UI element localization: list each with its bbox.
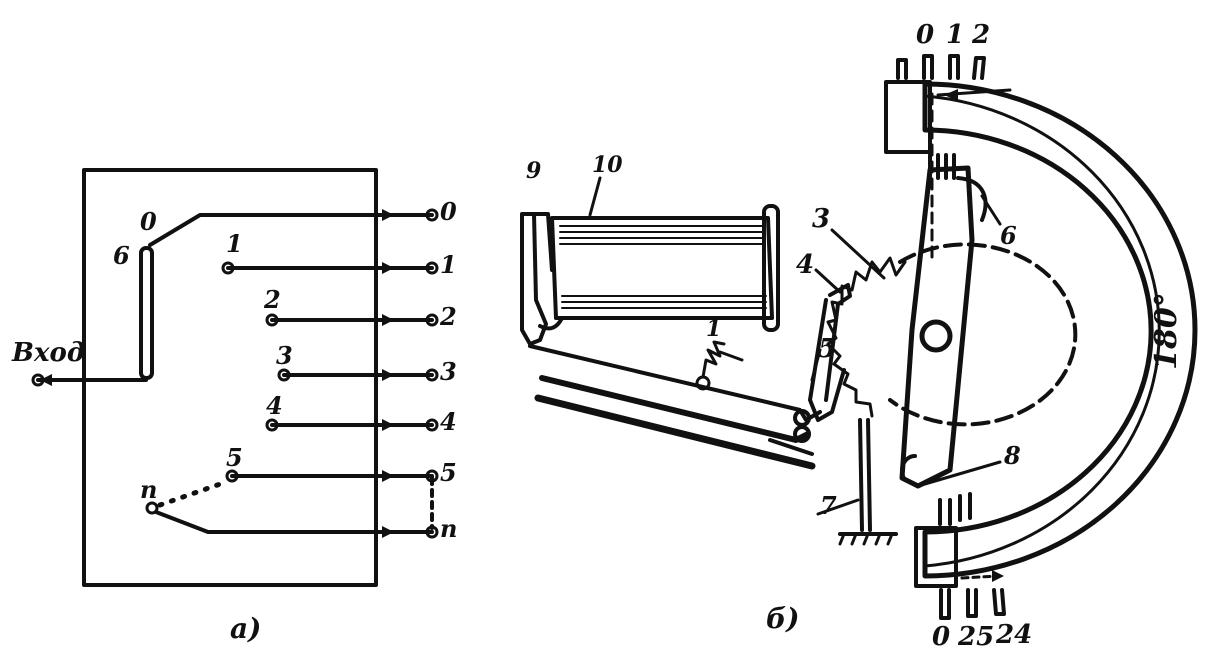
callout-4: 4 <box>796 250 815 280</box>
angle-label: 180° <box>1148 292 1184 370</box>
callout-8: 8 <box>1004 441 1021 470</box>
inner-label-1: 1 <box>226 229 243 258</box>
top-contact-block <box>884 80 932 154</box>
top-contact-0: 0 <box>916 20 935 50</box>
armature-rail-2 <box>534 394 816 470</box>
panel-b-caption: б) <box>766 602 800 635</box>
inner-label-4: 4 <box>266 391 283 420</box>
bottom-contact-block <box>914 526 958 588</box>
top-contact-pins <box>896 54 986 180</box>
contact-field-arc <box>922 81 1198 579</box>
callout-5: 5 <box>818 334 837 364</box>
ratchet-dashed-circle <box>888 242 1078 427</box>
callout-6: 6 <box>1000 221 1017 250</box>
contact-2 <box>265 313 279 327</box>
inner-label-0: 0 <box>140 207 157 236</box>
electromagnet-coil <box>550 216 774 320</box>
output-label-4: 4 <box>440 407 457 436</box>
panel-b-mechanism <box>520 54 1198 620</box>
contact-bar-label: 6 <box>113 241 130 270</box>
bottom-contact-0: 0 <box>932 622 951 652</box>
rotor-arm <box>899 165 975 489</box>
output-label-5: 5 <box>440 458 457 487</box>
top-contact-2: 2 <box>972 20 991 50</box>
top-contact-1: 1 <box>946 20 965 50</box>
inner-label-5: 5 <box>226 443 243 472</box>
contact-3 <box>277 368 291 382</box>
output-label-n: n <box>440 514 458 543</box>
inner-label-2: 2 <box>264 285 281 314</box>
output-terminals <box>425 208 439 539</box>
armature-rail-1 <box>539 375 811 443</box>
inner-label-3: 3 <box>276 341 293 370</box>
output-label-0: 0 <box>440 197 457 226</box>
contact-n <box>145 501 159 515</box>
input-label: Вход <box>12 338 85 368</box>
contact-1 <box>221 261 235 275</box>
bottom-contact-24: 24 <box>996 620 1033 650</box>
callout-1: 1 <box>706 316 722 342</box>
contact-5 <box>225 469 239 483</box>
output-label-3: 3 <box>440 357 457 386</box>
contact-bar <box>139 246 154 380</box>
output-label-1: 1 <box>440 250 457 279</box>
panel-a-caption: a) <box>230 612 262 645</box>
callout-7: 7 <box>820 491 837 520</box>
bottom-contact-25: 25 <box>958 622 995 652</box>
inner-label-n: n <box>140 475 158 504</box>
callout-10: 10 <box>592 152 623 178</box>
bottom-contact-pins <box>938 492 1006 620</box>
rotor-axis <box>919 319 953 353</box>
panel-a-schematic <box>31 168 439 587</box>
callout-3: 3 <box>812 204 831 234</box>
output-label-2: 2 <box>440 302 457 331</box>
magnet-yoke <box>520 212 548 346</box>
panel-a-frame <box>82 168 378 587</box>
contact-4 <box>265 418 279 432</box>
callout-9: 9 <box>526 158 542 184</box>
